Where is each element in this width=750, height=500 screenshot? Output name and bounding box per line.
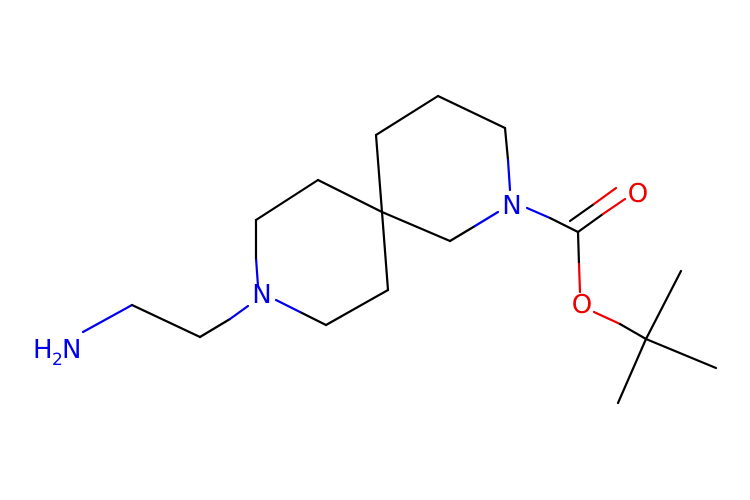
atom-n-amine: N bbox=[62, 335, 81, 365]
bond-ring-left-3 bbox=[316, 178, 384, 214]
bond-c-o-double-1a bbox=[576, 212, 605, 234]
bond-n-carbonyl-b bbox=[548, 216, 580, 234]
atom-o-carbonyl: O bbox=[628, 179, 648, 209]
bond-ring-right-6a bbox=[448, 224, 477, 243]
atom-h-amine: H bbox=[33, 335, 53, 365]
bond-ring-left-4 bbox=[380, 210, 390, 292]
bond-ring-left-6b bbox=[274, 298, 302, 314]
bond-c-o-double-2a bbox=[568, 202, 596, 223]
bond-c-o-double-1b bbox=[601, 197, 627, 216]
atom-n-carbamate: N bbox=[502, 191, 521, 221]
bond-nh2-c bbox=[81, 303, 134, 334]
bond-ring-right-4b bbox=[506, 158, 512, 192]
atom-h-count-amine: 2 bbox=[52, 350, 63, 370]
bond-ring-right-6b bbox=[473, 210, 500, 228]
bond-ring-left-5 bbox=[324, 288, 390, 327]
bond-n-carbonyl-a bbox=[525, 206, 552, 220]
bond-c-n-ethyl-b bbox=[228, 304, 250, 321]
bond-tbu-methyl-2 bbox=[644, 337, 718, 370]
bonds bbox=[81, 94, 718, 405]
bond-ring-right-2 bbox=[374, 94, 440, 137]
bond-tbu-methyl-1 bbox=[644, 269, 683, 341]
bond-c-n-ethyl-a bbox=[198, 317, 232, 339]
bond-ring-left-2 bbox=[254, 178, 320, 222]
bond-n-c-ring-a bbox=[254, 256, 260, 288]
bond-ring-right-4a bbox=[503, 126, 510, 162]
bond-c-c-ethyl bbox=[130, 303, 202, 339]
atom-n-piperidine: N bbox=[252, 280, 271, 310]
bond-c-o-double-2b bbox=[592, 186, 618, 206]
bond-ring-right-3 bbox=[436, 94, 507, 130]
atom-o-ester: O bbox=[572, 290, 592, 320]
bond-c-o-single-b bbox=[577, 262, 582, 294]
bond-ring-left-6a bbox=[298, 310, 328, 327]
bond-o-c-tbu-b bbox=[618, 322, 648, 341]
bond-ring-right-5 bbox=[380, 210, 452, 243]
bond-o-c-tbu-a bbox=[592, 310, 622, 326]
bond-c-o-single-a bbox=[576, 230, 581, 266]
bond-tbu-methyl-3 bbox=[616, 337, 648, 405]
bond-ring-right-1 bbox=[374, 133, 384, 214]
